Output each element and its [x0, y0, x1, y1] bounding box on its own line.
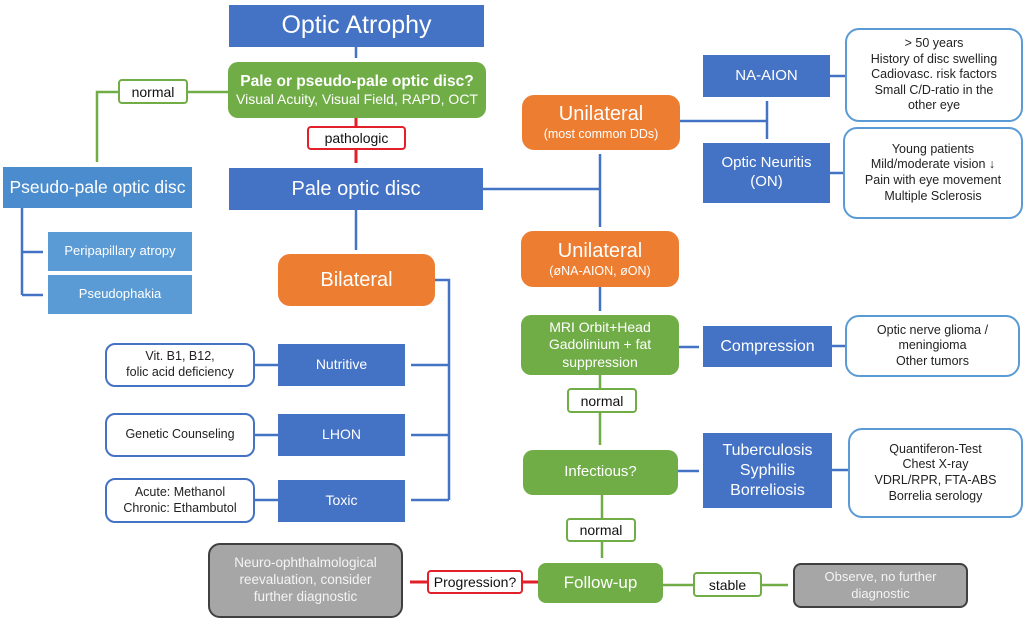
compression-details-node: Optic nerve glioma / meningioma Other tu…	[845, 315, 1020, 377]
follow-up-node: Follow-up	[538, 563, 663, 603]
pseudo-pale-node: Pseudo-pale optic disc	[3, 167, 192, 208]
pale-optic-disc-node: Pale optic disc	[229, 168, 483, 210]
neuro-reevaluation-node: Neuro-ophthalmological reevaluation, con…	[208, 543, 403, 618]
normal-label-3: normal	[566, 518, 636, 542]
unilateral-exclusion-node: Unilateral (øNA-AION, øON)	[521, 231, 679, 287]
normal-label-2: normal	[567, 388, 637, 413]
nutritive-node: Nutritive	[278, 344, 405, 386]
genetic-counseling-node: Genetic Counseling	[105, 413, 255, 457]
infectious-node: Infectious?	[523, 450, 678, 495]
lhon-node: LHON	[278, 414, 405, 456]
tuberculosis-details-node: Quantiferon-Test Chest X-ray VDRL/RPR, F…	[848, 428, 1023, 518]
toxic-node: Toxic	[278, 480, 405, 522]
compression-node: Compression	[703, 326, 832, 367]
tuberculosis-node: Tuberculosis Syphilis Borreliosis	[703, 433, 832, 508]
pseudophakia-node: Pseudophakia	[48, 275, 192, 314]
na-aion-details-node: > 50 years History of disc swelling Cadi…	[845, 28, 1023, 122]
progression-label: Progression?	[427, 570, 523, 594]
normal-label-1: normal	[118, 79, 188, 104]
peripapillary-atrophy-node: Peripapillary atropy	[48, 232, 192, 271]
unilateral-common-title: Unilateral	[558, 103, 644, 126]
observe-node: Observe, no further diagnostic	[793, 563, 968, 608]
stable-label: stable	[693, 572, 762, 597]
bilateral-node: Bilateral	[278, 254, 435, 306]
unilateral-common-node: Unilateral (most common DDs)	[522, 95, 680, 150]
unilateral-common-subtitle: (most common DDs)	[543, 127, 659, 142]
unilateral-exclusion-title: Unilateral	[557, 239, 643, 262]
toxic-causes-node: Acute: Methanol Chronic: Ethambutol	[105, 478, 255, 523]
pathologic-label: pathologic	[307, 126, 406, 150]
na-aion-node: NA-AION	[703, 55, 830, 97]
pale-question-subtitle: Visual Acuity, Visual Field, RAPD, OCT	[236, 90, 478, 107]
pale-question-title: Pale or pseudo-pale optic disc?	[240, 72, 474, 90]
mri-node: MRI Orbit+Head Gadolinium + fat suppress…	[521, 315, 679, 375]
unilateral-exclusion-subtitle: (øNA-AION, øON)	[549, 263, 651, 278]
optic-neuritis-details-node: Young patients Mild/moderate vision ↓ Pa…	[843, 127, 1023, 219]
vitamin-deficiency-node: Vit. B1, B12, folic acid deficiency	[105, 343, 255, 387]
optic-neuritis-node: Optic Neuritis (ON)	[703, 143, 830, 203]
pale-question-node: Pale or pseudo-pale optic disc? Visual A…	[228, 62, 486, 118]
optic-atrophy-node: Optic Atrophy	[229, 5, 484, 47]
